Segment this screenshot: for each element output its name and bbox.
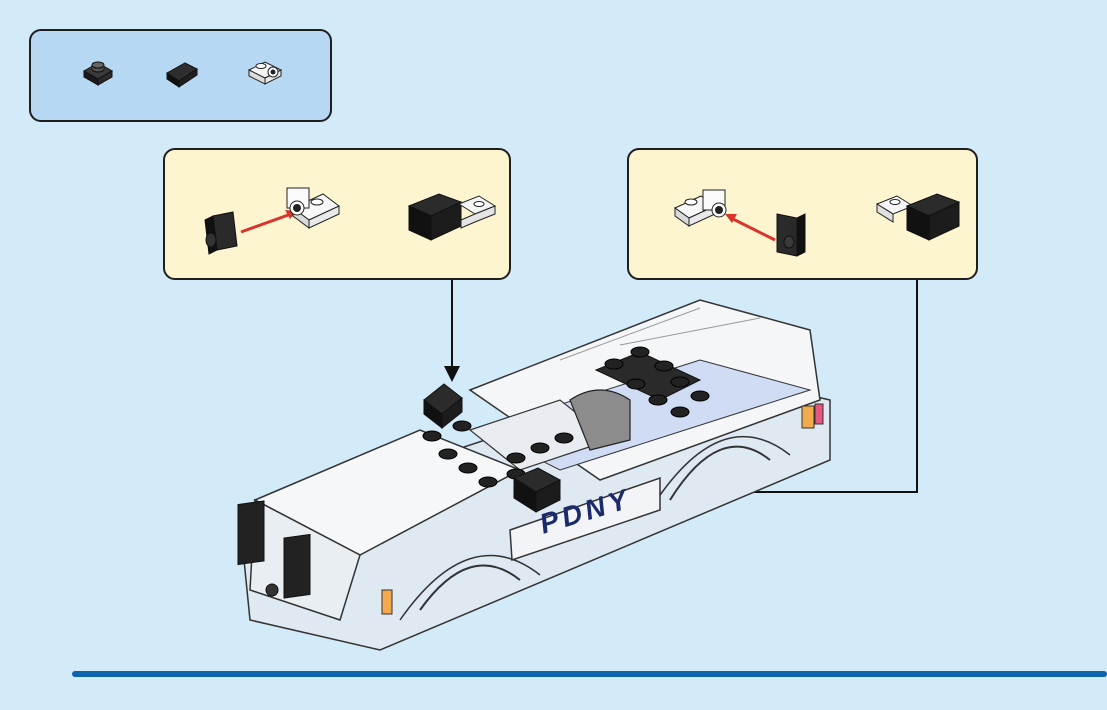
clip-bracket-white-icon [249, 62, 281, 84]
slope-1x1-dark-icon [167, 63, 197, 87]
page-bottom-rule [72, 671, 1107, 677]
substep-right-panel [627, 148, 978, 280]
substep-left-panel [163, 148, 511, 280]
livery-text: PDNY [536, 483, 635, 541]
plate-1x1-dark-icon [205, 212, 237, 254]
police-car-model [238, 300, 830, 650]
plate-1x1-dark-icon [777, 214, 805, 256]
plate-1x1-dark-icon [84, 62, 112, 85]
assembled-clip-slope-icon [409, 194, 495, 240]
red-direction-arrow [725, 214, 775, 240]
callout-arrow-left [444, 280, 460, 382]
clip-bracket-white-icon [287, 188, 339, 228]
clip-bracket-white-icon [675, 190, 726, 226]
assembled-clip-slope-icon [877, 194, 959, 240]
parts-list-panel [29, 29, 332, 122]
red-direction-arrow [241, 210, 297, 232]
added-slope-left [424, 384, 462, 428]
callout-arrow-right [566, 280, 917, 500]
